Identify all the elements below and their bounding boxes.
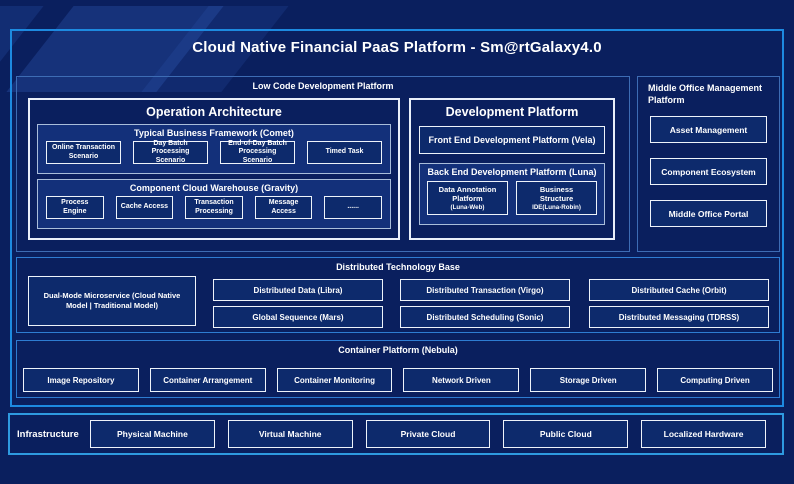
page-title: Cloud Native Financial PaaS Platform - S… <box>192 39 602 56</box>
infrastructure-panel: Infrastructure Physical Machine Virtual … <box>8 413 784 455</box>
box-storage-driven: Storage Driven <box>530 368 647 392</box>
infrastructure-box-row: Physical Machine Virtual Machine Private… <box>90 420 766 448</box>
box-localized-hardware: Localized Hardware <box>641 420 766 448</box>
box-container-arrangement: Container Arrangement <box>149 368 266 392</box>
comet-box-row: Online Transaction Scenario Day Batch Pr… <box>38 138 390 164</box>
box-timed-task: Timed Task <box>307 141 382 164</box>
gravity-warehouse-panel: Component Cloud Warehouse (Gravity) Proc… <box>37 179 391 229</box>
distributed-technology-base-title: Distributed Technology Base <box>336 262 460 272</box>
luna-box-line: Data Annotation <box>438 184 497 194</box>
luna-box-subline: (Luna-Web) <box>450 203 485 211</box>
gravity-warehouse-title: Component Cloud Warehouse (Gravity) <box>129 183 299 193</box>
box-virtual-machine: Virtual Machine <box>227 420 353 448</box>
box-online-transaction-scenario: Online Transaction Scenario <box>46 141 121 164</box>
box-physical-machine: Physical Machine <box>90 420 215 448</box>
box-end-of-day-batch-processing-scenario: End-of-Day Batch Processing Scenario <box>220 140 295 164</box>
box-cache-access: Cache Access <box>115 196 174 219</box>
box-global-sequence-mars: Global Sequence (Mars) <box>213 306 383 328</box>
box-ellipsis: ...... <box>324 196 382 219</box>
luna-backend-panel: Back End Development Platform (Luna) Dat… <box>419 163 605 225</box>
box-container-monitoring: Container Monitoring <box>276 368 393 392</box>
box-network-driven: Network Driven <box>403 368 520 392</box>
luna-box-line: Platform <box>452 194 483 204</box>
comet-framework-panel: Typical Business Framework (Comet) Onlin… <box>37 124 391 174</box>
development-platform-title: Development Platform <box>445 105 579 119</box>
low-code-platform-panel: Low Code Development Platform Operation … <box>16 76 630 252</box>
low-code-platform-title: Low Code Development Platform <box>252 81 394 91</box>
box-message-access: Message Access <box>254 196 313 219</box>
luna-box-row: Data Annotation Platform (Luna-Web) Busi… <box>420 177 604 215</box>
container-box-row: Image Repository Container Arrangement C… <box>23 368 773 392</box>
box-public-cloud: Public Cloud <box>503 420 629 448</box>
box-distributed-transaction-virgo: Distributed Transaction (Virgo) <box>400 279 570 301</box>
luna-backend-title: Back End Development Platform (Luna) <box>427 167 597 177</box>
box-image-repository: Image Repository <box>23 368 139 392</box>
container-platform-title: Container Platform (Nebula) <box>338 345 458 355</box>
box-transaction-processing: Transaction Processing <box>185 196 243 219</box>
operation-architecture-panel: Operation Architecture Typical Business … <box>28 98 400 240</box>
middle-office-title: Middle Office Management Platform <box>648 83 763 105</box>
box-front-end-platform-vela: Front End Development Platform (Vela) <box>419 126 605 154</box>
box-distributed-scheduling-sonic: Distributed Scheduling (Sonic) <box>400 306 570 328</box>
operation-architecture-title: Operation Architecture <box>146 105 282 119</box>
box-business-structure-ide: Business Structure IDE(Luna-Robin) <box>516 181 597 215</box>
box-asset-management: Asset Management <box>650 116 767 143</box>
distributed-technology-base-panel: Distributed Technology Base Dual-Mode Mi… <box>16 257 780 333</box>
box-data-annotation-platform: Data Annotation Platform (Luna-Web) <box>427 181 508 215</box>
development-platform-panel: Development Platform Front End Developme… <box>409 98 615 240</box>
luna-box-line: Business <box>539 184 574 194</box>
luna-box-line: Structure <box>539 194 574 204</box>
box-computing-driven: Computing Driven <box>657 368 773 392</box>
box-day-batch-processing-scenario: Day Batch Processing Scenario <box>133 140 208 164</box>
box-distributed-messaging-tdrss: Distributed Messaging (TDRSS) <box>589 306 769 328</box>
box-private-cloud: Private Cloud <box>365 420 491 448</box>
box-process-engine: Process Engine <box>46 196 104 219</box>
box-distributed-cache-orbit: Distributed Cache (Orbit) <box>589 279 769 301</box>
box-distributed-data-libra: Distributed Data (Libra) <box>213 279 383 301</box>
container-platform-panel: Container Platform (Nebula) Image Reposi… <box>16 340 780 398</box>
middle-office-panel: Middle Office Management Platform Asset … <box>637 76 780 252</box>
main-frame: Cloud Native Financial PaaS Platform - S… <box>10 29 784 407</box>
comet-framework-title: Typical Business Framework (Comet) <box>134 128 294 138</box>
box-component-ecosystem: Component Ecosystem <box>650 158 767 185</box>
box-dual-mode-microservice: Dual-Mode Microservice (Cloud Native Mod… <box>28 276 196 326</box>
infrastructure-label: Infrastructure <box>17 428 79 440</box>
gravity-box-row: Process Engine Cache Access Transaction … <box>38 193 390 219</box>
luna-box-subline: IDE(Luna-Robin) <box>532 203 581 211</box>
box-middle-office-portal: Middle Office Portal <box>650 200 767 227</box>
